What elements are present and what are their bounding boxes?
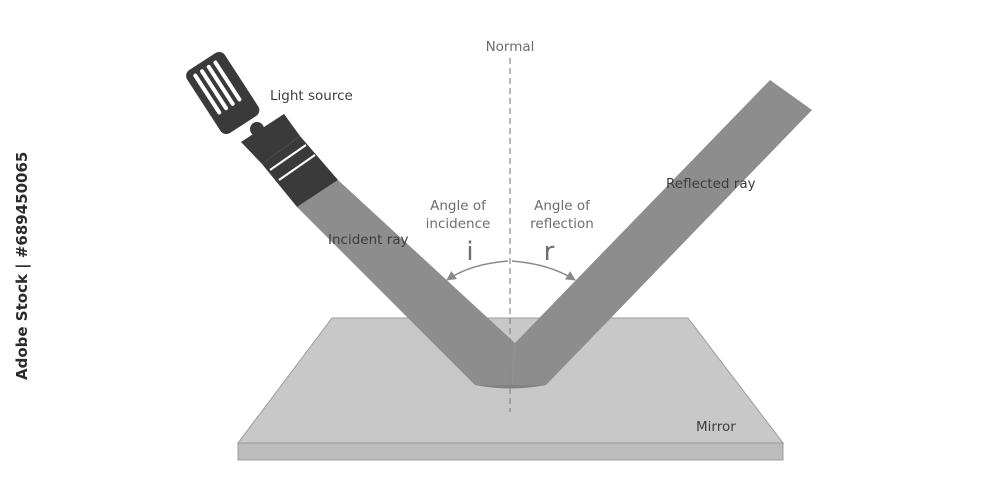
reflected-ray	[512, 80, 812, 385]
angle-incidence-label-2: incidence	[426, 216, 491, 232]
angle-reflection-arc	[511, 260, 576, 281]
ray-reflection-base	[475, 385, 546, 389]
incident-ray-label: Incident ray	[328, 232, 409, 248]
angle-incidence-label-1: Angle of	[430, 198, 487, 214]
angle-i-symbol: i	[466, 237, 473, 267]
angle-r-symbol: r	[544, 237, 555, 267]
normal-label: Normal	[486, 39, 535, 55]
angle-reflection-label-1: Angle of	[534, 198, 591, 214]
mirror-edge	[237, 442, 784, 461]
reflected-ray-label: Reflected ray	[666, 176, 756, 192]
angle-reflection-label-2: reflection	[530, 216, 594, 232]
light-source-label: Light source	[270, 88, 353, 104]
incident-ray	[297, 180, 515, 385]
flashlight-icon	[186, 51, 338, 207]
mirror-label: Mirror	[696, 419, 736, 435]
rays	[297, 80, 812, 389]
angle-incidence-arc	[446, 260, 509, 281]
watermark-text: Adobe Stock | #689450065	[13, 152, 32, 380]
